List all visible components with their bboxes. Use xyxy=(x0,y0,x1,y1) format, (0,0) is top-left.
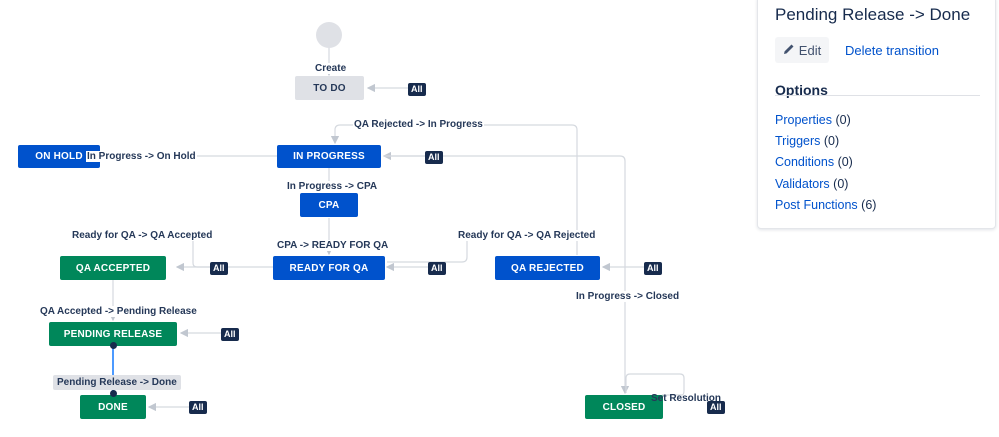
edit-button-label: Edit xyxy=(798,42,822,58)
transition-lines xyxy=(100,48,685,412)
status-done[interactable]: DONE xyxy=(80,395,146,419)
transition-cpa-to-ready-for-qa[interactable]: CPA -> READY FOR QA xyxy=(276,240,390,251)
delete-transition-link[interactable]: Delete transition xyxy=(845,43,939,58)
panel-title: Pending Release -> Done xyxy=(775,5,971,24)
status-in-progress[interactable]: IN PROGRESS xyxy=(277,145,381,168)
status-todo[interactable]: TO DO xyxy=(295,76,364,100)
options-divider xyxy=(775,95,980,96)
transition-pending-release-to-done[interactable]: Pending Release -> Done xyxy=(53,375,181,390)
transition-ready-for-qa-to-qa-accepted[interactable]: Ready for QA -> QA Accepted xyxy=(71,230,214,241)
all-badge-pending-release[interactable]: All xyxy=(221,328,239,341)
transition-qa-rejected-to-in-progress[interactable]: QA Rejected -> In Progress xyxy=(353,119,484,130)
option-triggers: Triggers (0) xyxy=(775,134,839,148)
properties-count: (0) xyxy=(835,113,851,127)
all-badge-closed[interactable]: All xyxy=(707,401,725,414)
option-post-functions: Post Functions (6) xyxy=(775,198,876,212)
all-badge-todo[interactable]: All xyxy=(408,83,426,96)
transition-details-panel: Pending Release -> Done Edit Delete tran… xyxy=(757,0,996,229)
all-badge-qa-accepted[interactable]: All xyxy=(210,262,228,275)
transition-set-resolution[interactable]: Set Resolution xyxy=(651,393,722,404)
conditions-count: (0) xyxy=(837,155,853,169)
post-functions-count: (6) xyxy=(861,198,877,212)
edit-button[interactable]: Edit xyxy=(775,37,829,63)
conditions-link[interactable]: Conditions xyxy=(775,155,835,169)
option-validators: Validators (0) xyxy=(775,177,848,191)
status-ready-for-qa[interactable]: READY FOR QA xyxy=(273,256,385,280)
option-properties: Properties (0) xyxy=(775,113,851,127)
transition-in-progress-to-on-hold[interactable]: In Progress -> On Hold xyxy=(86,151,197,162)
post-functions-link[interactable]: Post Functions xyxy=(775,198,858,212)
transition-create[interactable]: Create xyxy=(314,63,348,74)
status-on-hold[interactable]: ON HOLD xyxy=(18,145,100,168)
transition-qa-accepted-to-pending-release[interactable]: QA Accepted -> Pending Release xyxy=(39,306,198,317)
selected-transition-end-dot xyxy=(110,390,117,397)
validators-count: (0) xyxy=(833,177,849,191)
start-node[interactable] xyxy=(316,22,342,48)
pencil-icon xyxy=(783,43,795,58)
validators-link[interactable]: Validators xyxy=(775,177,830,191)
transition-ready-for-qa-to-qa-rejected[interactable]: Ready for QA -> QA Rejected xyxy=(457,230,597,241)
status-qa-accepted[interactable]: QA ACCEPTED xyxy=(60,256,166,280)
triggers-count: (0) xyxy=(823,134,840,148)
status-cpa[interactable]: CPA xyxy=(300,193,358,217)
option-conditions: Conditions (0) xyxy=(775,155,853,169)
properties-link[interactable]: Properties xyxy=(775,113,832,127)
workflow-diagram: Create TO DO ON HOLD IN PROGRESS CPA QA … xyxy=(18,22,725,419)
selected-transition-start-dot xyxy=(110,342,117,349)
options-heading: Options xyxy=(775,82,828,98)
all-badge-in-progress[interactable]: All xyxy=(425,151,443,164)
all-badge-qa-rejected[interactable]: All xyxy=(644,262,662,275)
status-closed[interactable]: CLOSED xyxy=(585,395,663,419)
transition-in-progress-to-cpa[interactable]: In Progress -> CPA xyxy=(286,181,379,192)
triggers-link[interactable]: Triggers xyxy=(775,134,821,148)
all-badge-ready-for-qa[interactable]: All xyxy=(428,262,446,275)
transition-in-progress-to-closed[interactable]: In Progress -> Closed xyxy=(575,291,681,302)
status-qa-rejected[interactable]: QA REJECTED xyxy=(495,256,600,280)
all-badge-done[interactable]: All xyxy=(189,401,207,414)
